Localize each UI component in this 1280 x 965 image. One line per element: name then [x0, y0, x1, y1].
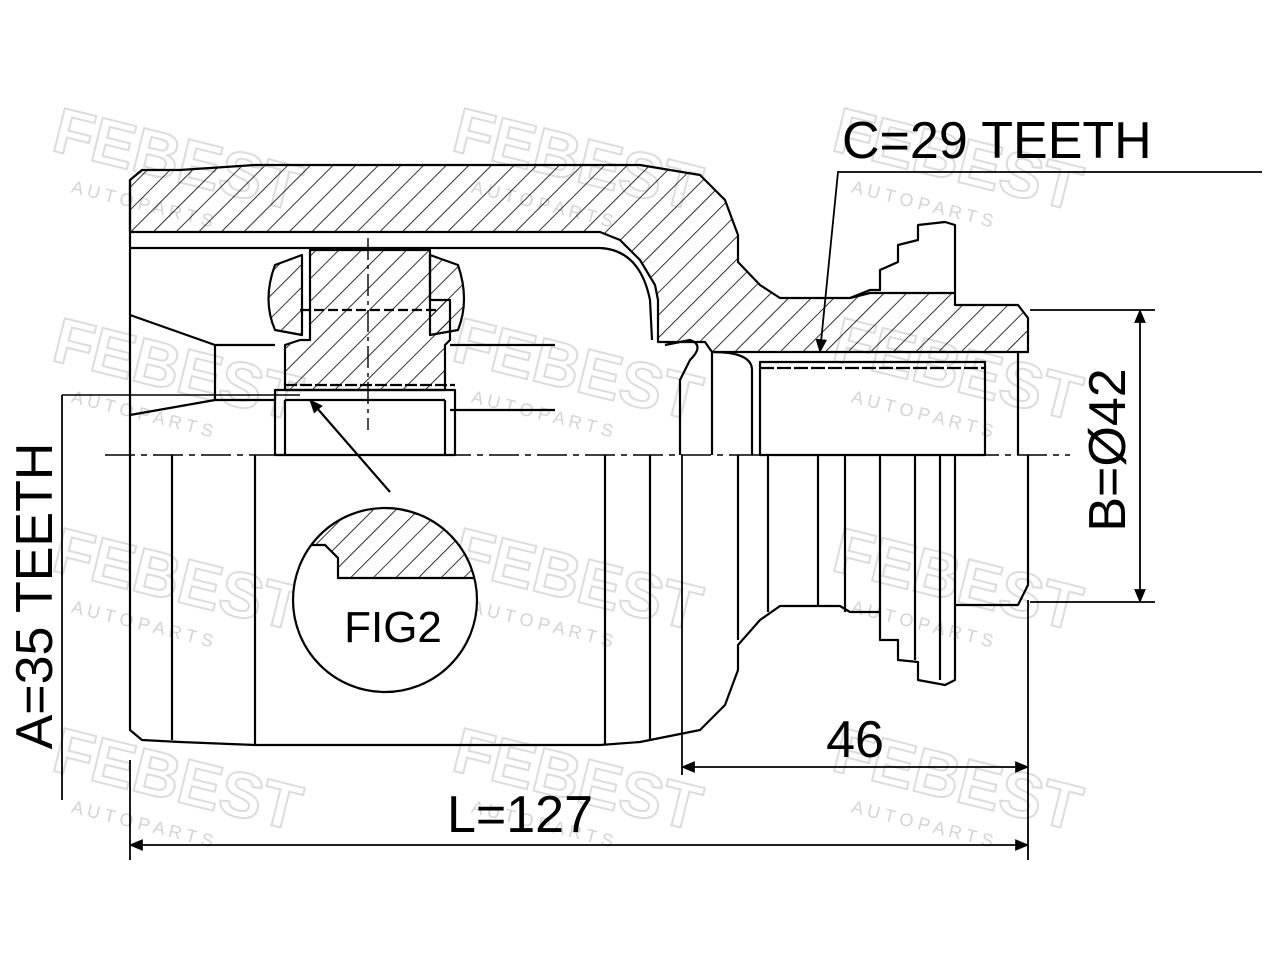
boot-folds: [849, 220, 957, 300]
bore-step: [711, 350, 754, 455]
housing-exterior: [128, 455, 1030, 747]
watermark-4: FEBEST A U T O P A R T S: [46, 303, 310, 442]
housing-inner-curve: [599, 246, 654, 341]
dimensions: [61, 171, 1262, 860]
label-length: L=127: [447, 786, 593, 844]
label-a-teeth: A=35 TEETH: [6, 443, 64, 750]
roller-left: [267, 253, 304, 337]
label-dim-46: 46: [826, 711, 884, 769]
label-b-diameter: B=Ø42: [1079, 368, 1137, 531]
label-c-teeth: C=29 TEETH: [842, 112, 1152, 170]
spline-bore: [758, 360, 987, 457]
watermark-7: FEBEST A U T O P A R T S: [46, 513, 310, 652]
upper-section-view: [128, 163, 1030, 457]
c-leader: [815, 171, 1262, 354]
roller-right: [428, 253, 466, 337]
housing-wall: [128, 163, 1030, 354]
seal-ring: [664, 338, 699, 455]
fig2-label: FIG2: [344, 603, 442, 652]
watermark-10: FEBEST A U T O P A R T S: [46, 713, 310, 852]
lower-exterior-view: [128, 455, 1030, 747]
shaft-stub: [129, 313, 275, 417]
fig2-leader: [309, 399, 391, 493]
watermark-8: FEBEST A U T O P A R T S: [446, 513, 710, 652]
